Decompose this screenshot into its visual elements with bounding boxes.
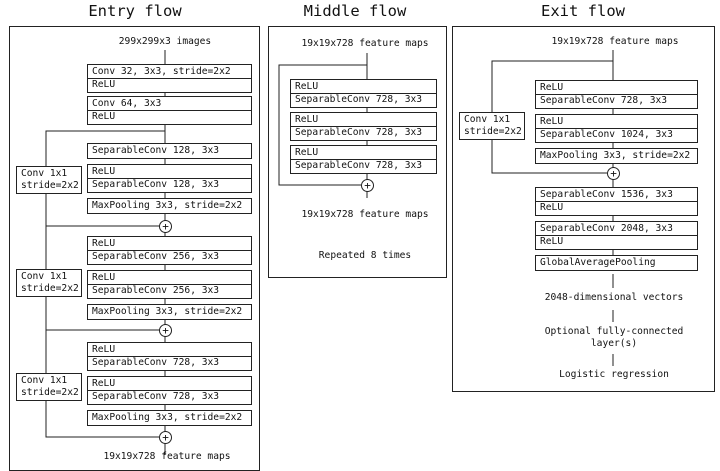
middle-sepconv-1: ReLU SeparableConv 728, 3x3 — [290, 79, 437, 108]
entry-add-2: + — [159, 324, 172, 337]
layer-label: SeparableConv 256, 3x3 — [88, 250, 251, 263]
layer-label: SeparableConv 728, 3x3 — [291, 126, 436, 139]
exit-flow-title: Exit flow — [541, 2, 625, 20]
entry-sepconv256-b: ReLU SeparableConv 256, 3x3 — [87, 270, 252, 299]
layer-label: MaxPooling 3x3, stride=2x2 — [540, 150, 691, 161]
entry-add-1: + — [159, 220, 172, 233]
layer-label: SeparableConv 1536, 3x3 — [540, 189, 673, 200]
layer-label: MaxPooling 3x3, stride=2x2 — [92, 306, 243, 317]
entry-add-3: + — [159, 431, 172, 444]
entry-output-label: 19x19x728 feature maps — [103, 451, 231, 462]
middle-flow-panel — [268, 26, 447, 278]
shortcut-label: Conv 1x1 — [464, 114, 511, 125]
entry-conv64-block: Conv 64, 3x3 ReLU — [87, 96, 252, 125]
entry-maxpool-1: MaxPooling 3x3, stride=2x2 — [87, 198, 252, 214]
layer-label: SeparableConv 128, 3x3 — [88, 178, 251, 191]
layer-label: SeparableConv 2048, 3x3 — [540, 223, 673, 234]
exit-flow-panel — [452, 26, 715, 392]
exit-logistic-label: Logistic regression — [559, 369, 669, 380]
shortcut-label: Conv 1x1 — [21, 168, 68, 179]
layer-label: SeparableConv 728, 3x3 — [291, 93, 436, 106]
entry-sepconv728-b: ReLU SeparableConv 728, 3x3 — [87, 376, 252, 405]
shortcut-label: Conv 1x1 — [21, 271, 68, 282]
exit-sepconv1536: SeparableConv 1536, 3x3 ReLU — [535, 187, 698, 216]
shortcut-label: stride=2x2 — [21, 180, 79, 191]
shortcut-label: stride=2x2 — [464, 126, 522, 137]
layer-label: SeparableConv 256, 3x3 — [88, 284, 251, 297]
layer-label: SeparableConv 128, 3x3 — [92, 145, 220, 156]
layer-label: ReLU — [295, 81, 319, 92]
layer-label: SeparableConv 728, 3x3 — [291, 159, 436, 172]
layer-label: MaxPooling 3x3, stride=2x2 — [92, 200, 243, 211]
layer-label: ReLU — [92, 166, 116, 177]
layer-label: ReLU — [92, 344, 116, 355]
entry-shortcut-3: Conv 1x1 stride=2x2 — [16, 373, 82, 401]
exit-vectors-label: 2048-dimensional vectors — [544, 292, 684, 303]
exit-fc-label-2: layer(s) — [590, 338, 638, 349]
layer-label: ReLU — [540, 82, 564, 93]
shortcut-label: stride=2x2 — [21, 283, 79, 294]
layer-label: ReLU — [540, 116, 564, 127]
layer-label: MaxPooling 3x3, stride=2x2 — [92, 412, 243, 423]
layer-label: GlobalAveragePooling — [540, 257, 656, 268]
entry-maxpool-3: MaxPooling 3x3, stride=2x2 — [87, 410, 252, 426]
layer-label: ReLU — [92, 378, 116, 389]
exit-input-label: 19x19x728 feature maps — [551, 36, 679, 47]
shortcut-label: Conv 1x1 — [21, 375, 68, 386]
middle-flow-title: Middle flow — [303, 2, 407, 20]
exit-sepconv2048: SeparableConv 2048, 3x3 ReLU — [535, 221, 698, 250]
entry-input-label: 299x299x3 images — [118, 36, 212, 47]
layer-label: ReLU — [88, 110, 251, 123]
exit-shortcut: Conv 1x1 stride=2x2 — [459, 112, 525, 140]
middle-input-label: 19x19x728 feature maps — [301, 38, 429, 49]
entry-sepconv728-a: ReLU SeparableConv 728, 3x3 — [87, 342, 252, 371]
entry-sepconv128-a: SeparableConv 128, 3x3 — [87, 143, 252, 159]
layer-label: SeparableConv 728, 3x3 — [536, 94, 697, 107]
entry-conv32-block: Conv 32, 3x3, stride=2x2 ReLU — [87, 64, 252, 93]
exit-sepconv728: ReLU SeparableConv 728, 3x3 — [535, 80, 698, 109]
layer-label: ReLU — [295, 147, 319, 158]
entry-shortcut-2: Conv 1x1 stride=2x2 — [16, 269, 82, 297]
entry-flow-title: Entry flow — [88, 2, 182, 20]
layer-label: SeparableConv 728, 3x3 — [88, 390, 251, 403]
shortcut-label: stride=2x2 — [21, 387, 79, 398]
entry-shortcut-1: Conv 1x1 stride=2x2 — [16, 166, 82, 194]
middle-sepconv-2: ReLU SeparableConv 728, 3x3 — [290, 112, 437, 141]
layer-label: ReLU — [536, 201, 697, 214]
entry-maxpool-2: MaxPooling 3x3, stride=2x2 — [87, 304, 252, 320]
layer-label: ReLU — [88, 78, 251, 91]
layer-label: Conv 64, 3x3 — [92, 98, 162, 109]
layer-label: SeparableConv 1024, 3x3 — [536, 128, 697, 141]
middle-repeat-label: Repeated 8 times — [318, 250, 412, 261]
entry-sepconv128-b: ReLU SeparableConv 128, 3x3 — [87, 164, 252, 193]
exit-add: + — [607, 167, 620, 180]
middle-add: + — [361, 179, 374, 192]
layer-label: ReLU — [92, 238, 116, 249]
exit-fc-label-1: Optional fully-connected — [544, 326, 684, 337]
middle-sepconv-3: ReLU SeparableConv 728, 3x3 — [290, 145, 437, 174]
exit-sepconv1024: ReLU SeparableConv 1024, 3x3 — [535, 114, 698, 143]
layer-label: ReLU — [92, 272, 116, 283]
layer-label: SeparableConv 728, 3x3 — [88, 356, 251, 369]
layer-label: ReLU — [536, 235, 697, 248]
middle-loop-line — [278, 64, 367, 186]
exit-maxpool: MaxPooling 3x3, stride=2x2 — [535, 148, 698, 164]
layer-label: Conv 32, 3x3, stride=2x2 — [92, 66, 231, 77]
middle-output-label: 19x19x728 feature maps — [301, 209, 429, 220]
layer-label: ReLU — [295, 114, 319, 125]
exit-global-avg-pool: GlobalAveragePooling — [535, 255, 698, 271]
entry-sepconv256-a: ReLU SeparableConv 256, 3x3 — [87, 236, 252, 265]
